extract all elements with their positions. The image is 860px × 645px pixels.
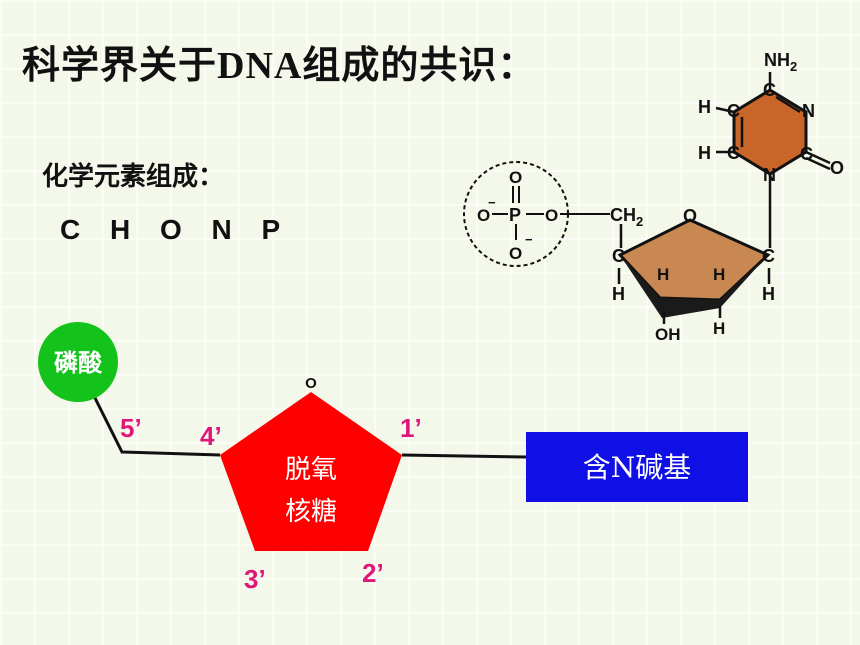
carbon-label-5: 5’ [120,413,142,443]
sugar-label-line1: 脱氧 [285,455,337,485]
sugar-c1-label: C [762,246,775,266]
ring-n3-label: N [802,101,815,121]
ring-c2-label: C [800,144,813,164]
page-title: 科学界关于DNA组成的共识： [22,34,536,89]
ring-c4-label: C [763,80,776,100]
phosphate-circle [38,322,118,402]
carbonyl-bond [805,150,831,165]
elements-heading: 化学元素组成： [42,162,225,192]
ring-oxygen-label: O [305,375,317,392]
title-prefix: 科学界关于 [22,43,218,87]
h-c5-bond [715,106,735,114]
ring-c5-label: C [727,101,740,121]
phosphate-o-bottom: O [509,244,522,263]
elements-list: C H O N P [60,214,285,245]
sugar-c4-label: C [612,246,625,266]
phosphate-sugar-bond [90,391,221,457]
carbon-label-2: 2’ [362,558,384,588]
ring-double-bond-2 [775,95,801,114]
ring-n1-label: N [763,165,776,185]
phosphate-p-label: P [509,205,521,225]
sugar-h-c1-label: H [762,284,775,304]
sugar-label-line2: 核糖 [285,497,337,527]
carbonyl-o-label: O [830,158,844,178]
phosphate-o-left: O [477,206,490,225]
phosphate-label: 磷酸 [54,349,103,377]
sugar-h-c2-label: H [713,319,725,338]
carbon-label-4: 4’ [200,421,222,451]
title-suffix: 组成的共识： [302,43,537,87]
base-box [526,432,748,502]
ring-c6-label: C [727,143,740,163]
phosphate-minus-left: − [488,195,496,210]
h-c5-label: H [698,97,711,117]
phosphate-minus-bottom: − [525,232,533,247]
amine-label: NH2 [764,50,797,74]
carbon-label-3: 3’ [244,564,266,594]
carbon-label-1: 1’ [400,413,422,443]
sugar-oh-label: OH [655,325,681,344]
sugar-ring-o-label: O [683,206,697,226]
carbonyl-bond-2 [805,156,831,171]
h-c6-label: H [698,143,711,163]
deoxyribose-pentagon [220,392,402,551]
structural-formula: NH2 C N C O N C C H H P O O O O − − CH2 … [463,50,844,344]
sugar-ring-front [620,255,768,318]
title-latin: DNA [217,45,303,87]
phosphate-o-right: O [545,206,558,225]
sugar-h-c4-label: H [612,284,625,304]
base-ring [732,88,808,176]
phosphate-o-top: O [509,168,522,187]
sugar-h-inner-right: H [713,265,725,284]
sugar-base-bond [401,453,527,459]
ch2-label: CH2 [610,205,643,229]
base-label: 含N碱基 [583,451,692,484]
sugar-h-inner-left: H [657,265,669,284]
